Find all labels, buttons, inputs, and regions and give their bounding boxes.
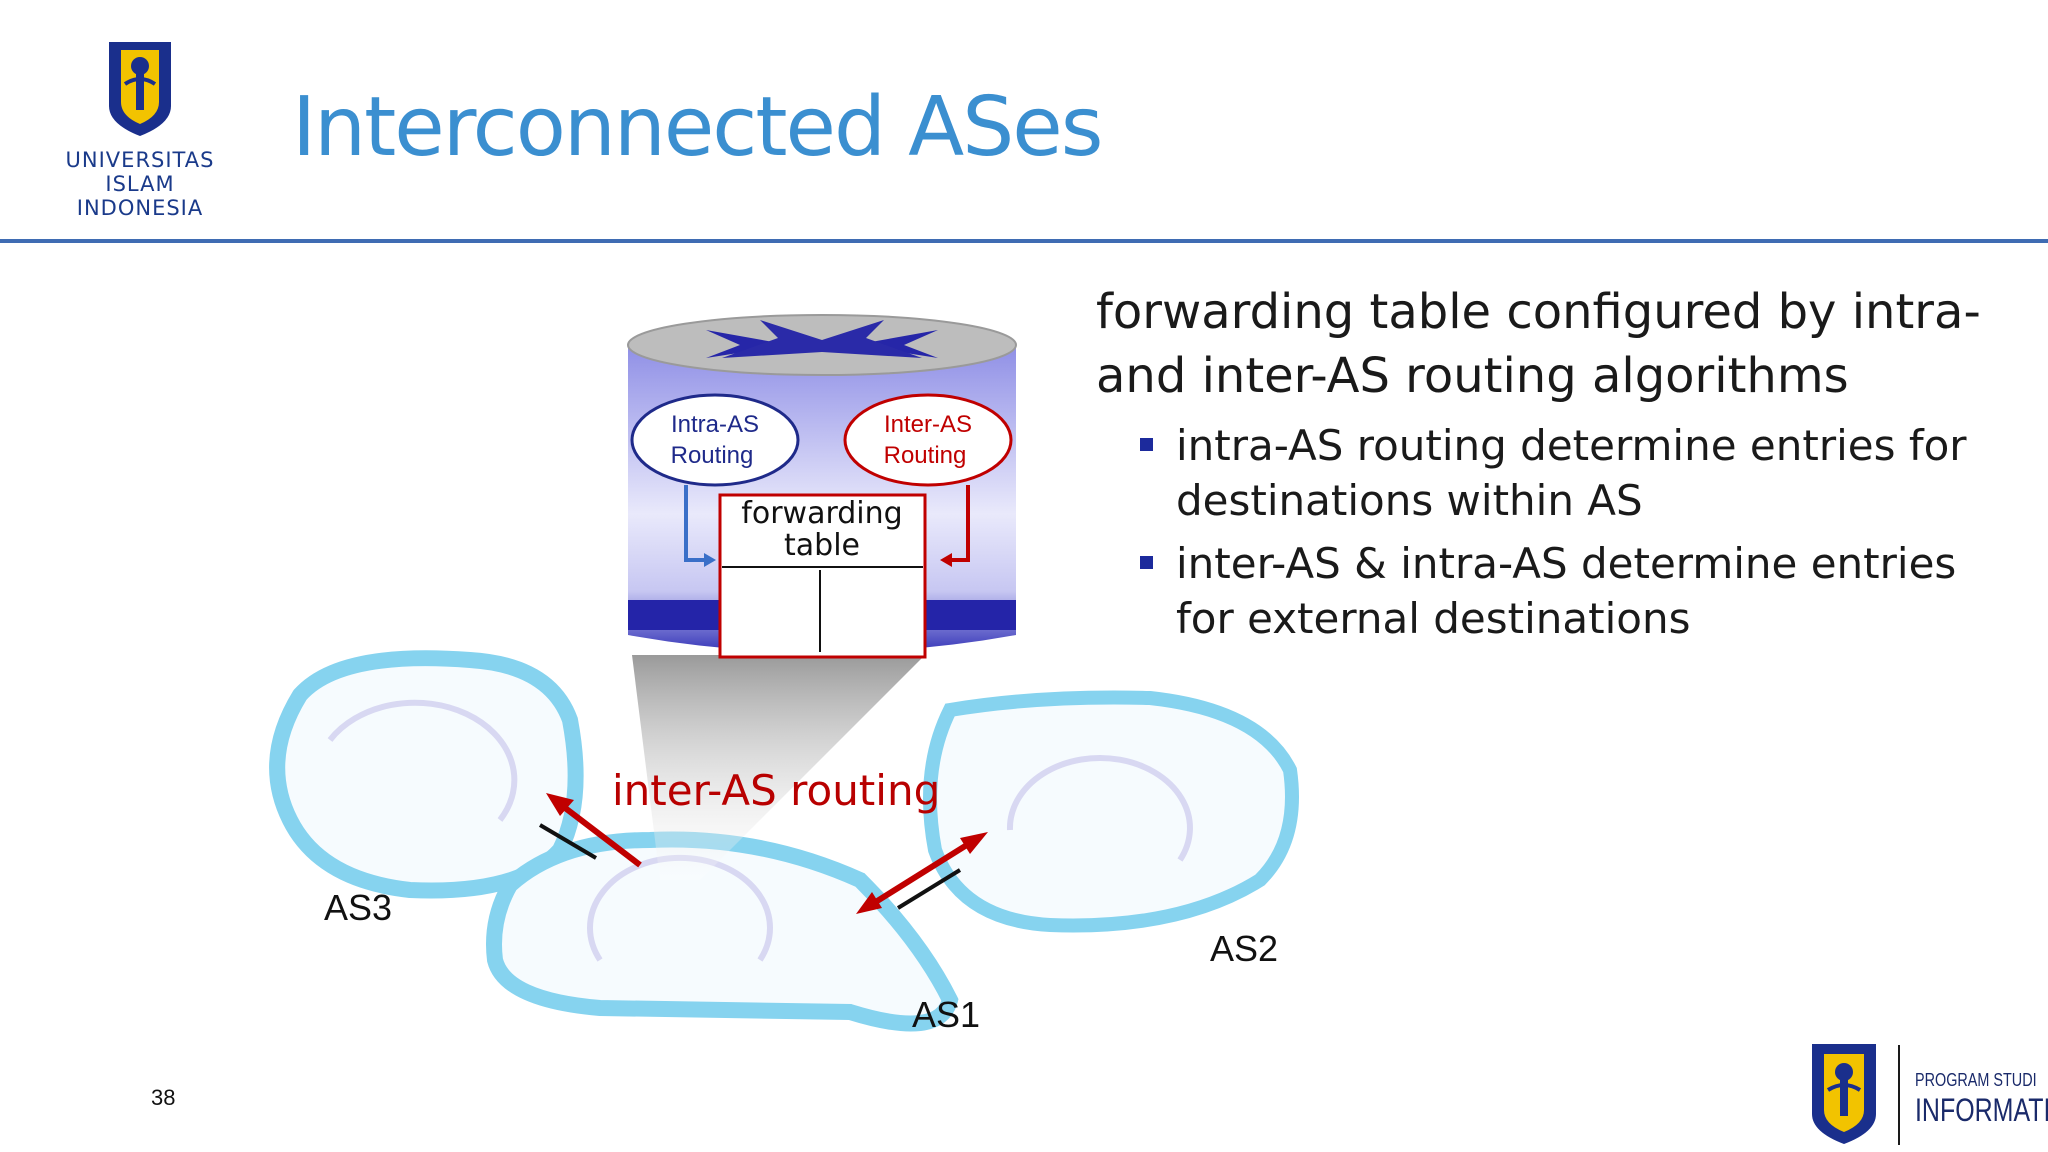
uii-seal-icon	[109, 42, 171, 136]
as3-cloud	[269, 650, 584, 899]
footer-divider	[1898, 1045, 1900, 1145]
uii-footer-seal-icon	[1812, 1044, 1876, 1144]
department-label: INFORMATIKA	[1915, 1092, 2048, 1128]
logo-text-line-2: ISLAM	[105, 172, 175, 196]
header-divider	[0, 239, 2048, 243]
bullet-text: intra-AS routing determine entries for d…	[1176, 421, 1967, 525]
as2-exchange-arrow	[856, 832, 988, 914]
svg-text:forwarding: forwarding	[741, 496, 902, 531]
svg-text:table: table	[784, 528, 860, 563]
as3-as1-link	[538, 823, 598, 860]
as1-cloud	[486, 831, 959, 1032]
logo-text-line-1: UNIVERSITAS	[65, 148, 215, 172]
intra-as-routing-node: Intra-AS Routing	[630, 393, 800, 487]
as2-cloud	[923, 690, 1299, 933]
program-label: PROGRAM STUDI	[1915, 1070, 2037, 1090]
zoom-beam	[632, 655, 925, 880]
bullet-list: intra-AS routing determine entries for d…	[1140, 418, 2016, 646]
bullet-square-icon	[1140, 438, 1153, 451]
slide-body: forwarding table configured by intra- an…	[1096, 280, 2016, 654]
slide-number: 38	[151, 1085, 176, 1110]
bullet-item: inter-AS & intra-AS determine entries fo…	[1140, 536, 2016, 646]
as1-as2-link	[896, 868, 962, 910]
as2-label: AS2	[1210, 928, 1279, 969]
inter-as-routing-label: inter-AS routing	[612, 766, 940, 815]
bullet-square-icon	[1140, 556, 1153, 569]
forwarding-table: forwarding table	[718, 493, 927, 659]
svg-text:Routing: Routing	[884, 442, 967, 469]
logo-text-line-3: INDONESIA	[76, 196, 204, 220]
university-logo: UNIVERSITAS ISLAM INDONESIA	[0, 0, 280, 230]
svg-text:Routing: Routing	[671, 442, 754, 469]
lead-paragraph: forwarding table configured by intra- an…	[1096, 284, 1981, 404]
bullet-item: intra-AS routing determine entries for d…	[1140, 418, 2016, 528]
svg-text:Inter-AS: Inter-AS	[884, 411, 972, 438]
inter-as-routing-node: Inter-AS Routing	[843, 393, 1013, 487]
as3-label: AS3	[324, 887, 393, 928]
bullet-text: inter-AS & intra-AS determine entries fo…	[1176, 539, 1957, 643]
as-diagram: inter-AS routing Intra-AS Routing Inter-…	[269, 314, 1299, 1032]
as1-label: AS1	[912, 994, 981, 1035]
svg-text:Intra-AS: Intra-AS	[671, 411, 759, 438]
slide-title: Interconnected ASes	[292, 80, 1103, 175]
intra-to-table-arrow	[684, 485, 712, 562]
as3-exchange-arrow	[546, 793, 642, 868]
